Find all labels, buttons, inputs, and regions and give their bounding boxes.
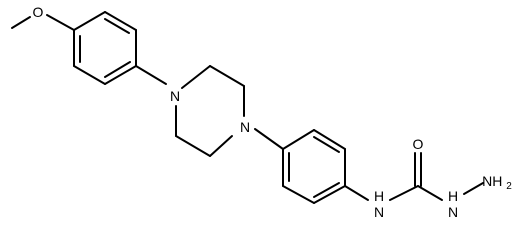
bond-ring1-f xyxy=(73,11,106,31)
piperazine-n-bottom-label: N xyxy=(240,119,250,135)
bond-ring2-double-1 xyxy=(313,136,340,153)
methoxy-oxygen-label: O xyxy=(33,4,44,20)
bond-o-ring1 xyxy=(46,14,75,31)
bond-ring2-double-2 xyxy=(313,182,340,198)
bond-ring1-b xyxy=(73,65,106,85)
terminal-nh2-label: NH 2 xyxy=(482,173,512,192)
atom-label-line: H xyxy=(374,188,384,204)
bond-ring1-e xyxy=(104,11,137,31)
atom-label-line: N xyxy=(448,204,458,220)
carbonyl-oxygen-label: O xyxy=(413,136,424,152)
bond-ring1-n1 xyxy=(135,65,167,85)
nh2-subscript: 2 xyxy=(506,181,512,192)
bond-ring1-c xyxy=(104,65,137,85)
bond-nh-carbonyl xyxy=(389,185,419,201)
bond-carbonyl-nh xyxy=(417,185,443,201)
bond-nh-nh2 xyxy=(463,182,484,195)
bond-ring2-e xyxy=(282,185,315,204)
bond-ring1-double-2 xyxy=(104,61,131,78)
bond-pip-b xyxy=(209,65,245,87)
bond-ring2-b xyxy=(313,129,346,150)
bonds xyxy=(11,11,484,204)
bond-ring2-d xyxy=(313,185,346,204)
bond-pip-d xyxy=(209,135,233,157)
atom-label-line: H xyxy=(448,188,458,204)
bond-pip-a xyxy=(181,65,211,89)
bond-pip-e xyxy=(175,135,211,157)
bond-methyl-o xyxy=(11,16,31,29)
piperazine-n-top-label: N xyxy=(170,88,180,104)
bond-ring2-a xyxy=(282,129,315,150)
bond-ring2-nh xyxy=(344,185,369,201)
atom-label-line: N xyxy=(374,204,384,220)
bond-n2-ring2 xyxy=(254,128,284,150)
bond-ring1-double-3 xyxy=(104,18,130,34)
nh2-main-text: NH xyxy=(482,173,502,189)
